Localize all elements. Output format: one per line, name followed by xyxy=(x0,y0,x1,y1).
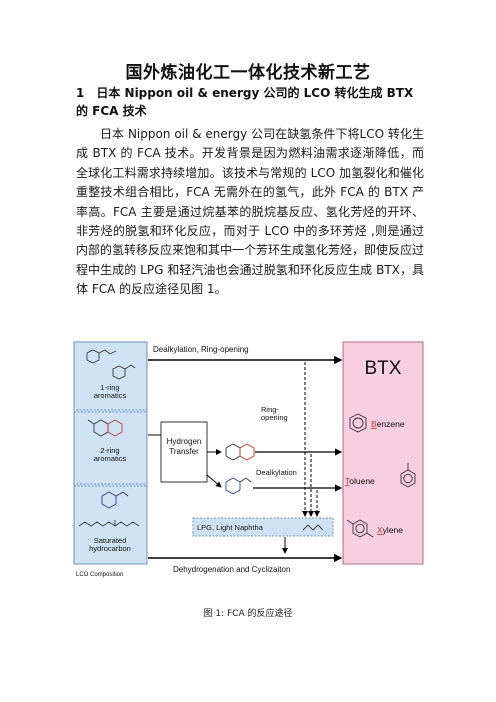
label-dealkylation: Dealkylation xyxy=(256,468,297,477)
arrow-ht-to-alkyl xyxy=(206,474,222,488)
document-title: 国外炼油化工一体化技术新工艺 xyxy=(125,63,371,83)
hydrogen-transfer-box xyxy=(160,421,208,483)
molecule-saturated-icon xyxy=(78,491,140,527)
label-lpg: LPG, Light Naphtha xyxy=(197,523,264,532)
molecule-alkylbenzene-icon xyxy=(225,477,252,495)
lpg-box xyxy=(192,517,334,537)
toluene-icon xyxy=(400,463,416,488)
lpg-molecule-icon xyxy=(302,524,324,531)
label-ring-opening: Ring-opening xyxy=(261,405,288,422)
label-benzene: Benzene xyxy=(371,419,405,429)
btx-title: BTX xyxy=(365,358,402,379)
section-heading: 1 日本 Nippon oil & energy 公司的 LCO 转化生成 BT… xyxy=(76,86,414,118)
group-saturated-box xyxy=(73,485,148,565)
body-paragraph: 日本 Nippon oil & energy 公司在缺氢条件下将LCO 转化生成… xyxy=(76,127,425,297)
xylene-icon xyxy=(346,519,374,538)
label-dealkylation-ring-opening: Dealkylation, Ring-opening xyxy=(153,345,249,354)
benzene-icon xyxy=(349,413,367,433)
label-toluene: Toluene xyxy=(345,476,375,486)
label-lco-composition: LCO Composition xyxy=(76,572,123,578)
label-dehydrogenation: Dehydrogenation and Cyclizaiton xyxy=(173,565,290,574)
group-1ring-box xyxy=(73,341,148,411)
figure-caption: 图 1: FCA 的反应途径 xyxy=(203,609,293,619)
lco-panel xyxy=(73,341,148,565)
label-xylene: Xylene xyxy=(377,525,403,535)
molecule-2ring-icon xyxy=(87,419,123,437)
molecule-1ring-a-icon xyxy=(86,349,117,364)
molecule-1ring-b-icon xyxy=(112,364,136,380)
group-2ring-box xyxy=(73,411,148,485)
molecule-intermediate-icon xyxy=(225,443,255,461)
